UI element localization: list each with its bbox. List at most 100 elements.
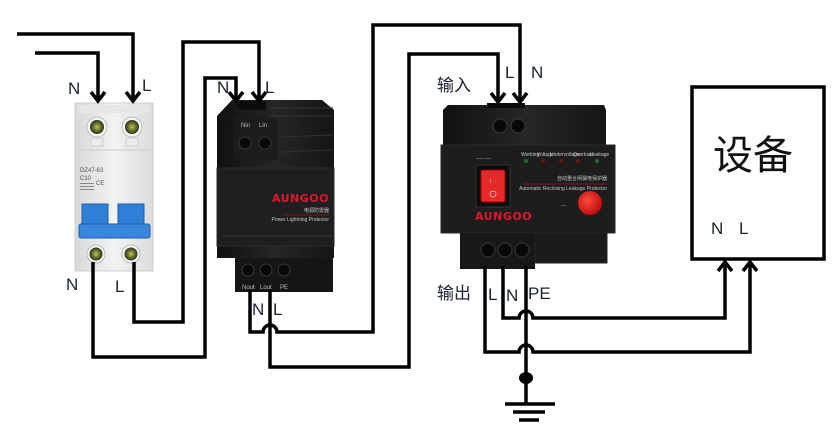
label-rcd-out-pe: PE xyxy=(528,284,551,303)
wires xyxy=(17,23,752,404)
rcd-name-en: Automatic Reclosing Leakage Protector xyxy=(519,186,607,192)
spd-terminal-nout xyxy=(241,263,255,277)
breaker-screw-n-out xyxy=(89,247,103,261)
rcd-input-slot xyxy=(487,103,525,108)
label-rcd-out-l: L xyxy=(488,285,497,304)
indicator-label: Leakage xyxy=(590,152,609,158)
spd-ridge xyxy=(279,134,334,138)
rcd-rating-text: --- xyxy=(561,203,566,209)
breaker-screw-n-in xyxy=(90,120,104,134)
spd-name-cn: 电源防雷器 xyxy=(304,207,329,214)
label-spd-out-l: L xyxy=(273,300,282,319)
equipment-box xyxy=(690,85,826,261)
spd-input-slot xyxy=(238,101,266,110)
wire-spd-n-to-rcd xyxy=(248,23,522,334)
arrow-down-icon xyxy=(227,90,245,104)
spd-terminal-lout xyxy=(259,263,273,277)
switch-on-mark: I xyxy=(490,179,491,185)
spd-terminal-label-nout: Nout xyxy=(242,285,255,291)
ground-junction-dot xyxy=(519,372,533,384)
indicator-led-undervoltage xyxy=(559,159,563,163)
breaker-screw-l-out xyxy=(124,247,138,261)
rcd-terminal-n-in xyxy=(510,118,526,134)
spd-terminal-pe xyxy=(277,263,291,277)
rcd-terminal-n-out xyxy=(497,242,513,258)
breaker-handle-bar[interactable] xyxy=(78,223,151,239)
rcd-name-cn: 自动重合闸漏电保护器 xyxy=(557,175,607,182)
label-rcd-output: 输出 xyxy=(437,284,471,304)
wire-mains-l xyxy=(17,32,135,100)
arrows xyxy=(89,90,759,273)
wire-breaker-n-to-spd xyxy=(91,76,238,359)
breaker-screw-l-in xyxy=(125,120,139,134)
equipment: 设备 N L xyxy=(690,85,826,261)
wire-breaker-l-to-spd xyxy=(132,40,261,324)
arrow-up-icon xyxy=(741,259,759,273)
arrow-up-icon xyxy=(716,259,734,273)
equipment-title: 设备 xyxy=(713,133,793,179)
spd-terminal-label-lin: Lin xyxy=(259,123,267,129)
rcd-power-switch[interactable] xyxy=(480,169,506,203)
switch-off-mark xyxy=(489,190,497,198)
indicator-led-overload xyxy=(576,159,580,163)
rcd-switch-caption: ---- ---- xyxy=(476,156,491,162)
breaker-top-strip xyxy=(78,105,150,113)
spd-brand-logo: AUNGOO xyxy=(272,192,329,205)
spd-terminal-nin xyxy=(238,136,252,150)
breaker-clamp xyxy=(90,137,104,147)
indicator-label: Undervoltage xyxy=(550,152,580,158)
circuit-breaker: DZ47-63 C10 CE xyxy=(74,102,154,272)
breaker-clamp xyxy=(125,137,139,147)
indicator-led-voltage xyxy=(541,159,545,163)
indicator-label: Overload xyxy=(573,152,594,158)
breaker-spec-line xyxy=(80,186,94,187)
rcd-terminal-l-out xyxy=(480,242,496,258)
arrow-down-icon xyxy=(489,91,507,105)
ground-symbol-icon xyxy=(505,372,555,422)
equipment-l-label: L xyxy=(739,219,748,238)
wire-spd-l-to-rcd xyxy=(268,52,500,369)
label-rcd-input: 输入 xyxy=(437,76,471,96)
arrow-down-icon xyxy=(124,90,142,104)
arrow-down-icon xyxy=(250,90,268,104)
surge-protector: Nin Lin AUNGOO 电源防雷器 Power Lightning Pro… xyxy=(216,100,335,292)
rcd-front-panel xyxy=(440,144,616,234)
breaker-spec-line xyxy=(80,183,94,184)
spd-terminal-label-nin: Nin xyxy=(241,123,250,129)
label-spd-out-n: N xyxy=(252,300,264,319)
indicator-led-leakage xyxy=(595,159,599,163)
leakage-protector: ---- ---- I Working Voltage Undervoltage… xyxy=(440,103,616,269)
label-breaker-out-l: L xyxy=(115,277,124,296)
label-rcd-out-n: N xyxy=(506,286,518,305)
breaker-model: DZ47-63 xyxy=(80,168,104,174)
equipment-n-label: N xyxy=(711,219,723,238)
label-spd-in-l: L xyxy=(265,78,274,97)
spd-name-en: Power Lightning Protector xyxy=(271,217,329,223)
terminal-labels: N L N L N L N L 输入 L N 输出 L N PE xyxy=(66,63,551,319)
spd-front-panel xyxy=(216,167,335,247)
rcd-terminal-l-in xyxy=(492,118,508,134)
arrow-down-icon xyxy=(511,91,529,105)
label-spd-in-n: N xyxy=(217,78,229,97)
spd-terminal-label-pe: PE xyxy=(280,285,288,291)
label-mains-l: L xyxy=(142,76,151,95)
rcd-test-button[interactable] xyxy=(578,191,602,215)
label-rcd-in-n: N xyxy=(531,63,543,82)
spd-terminal-lin xyxy=(258,136,272,150)
rcd-brand-logo: AUNGOO xyxy=(475,210,532,223)
ce-mark: CE xyxy=(96,181,104,187)
rcd-indicators: Working Voltage Undervoltage Overload Le… xyxy=(521,152,609,163)
breaker-rating: C10 xyxy=(80,176,92,182)
label-rcd-in-l: L xyxy=(505,63,514,82)
arrow-down-icon xyxy=(89,90,107,104)
indicator-led-working xyxy=(524,159,528,163)
spd-terminal-label-lout: Lout xyxy=(260,285,272,291)
label-breaker-out-n: N xyxy=(66,275,78,294)
rcd-terminal-pe-out xyxy=(514,242,530,258)
breaker-spec-line xyxy=(80,189,94,190)
label-mains-n: N xyxy=(68,79,80,98)
spd-ridge xyxy=(279,149,334,153)
spd-input-terminal-block xyxy=(233,118,278,160)
